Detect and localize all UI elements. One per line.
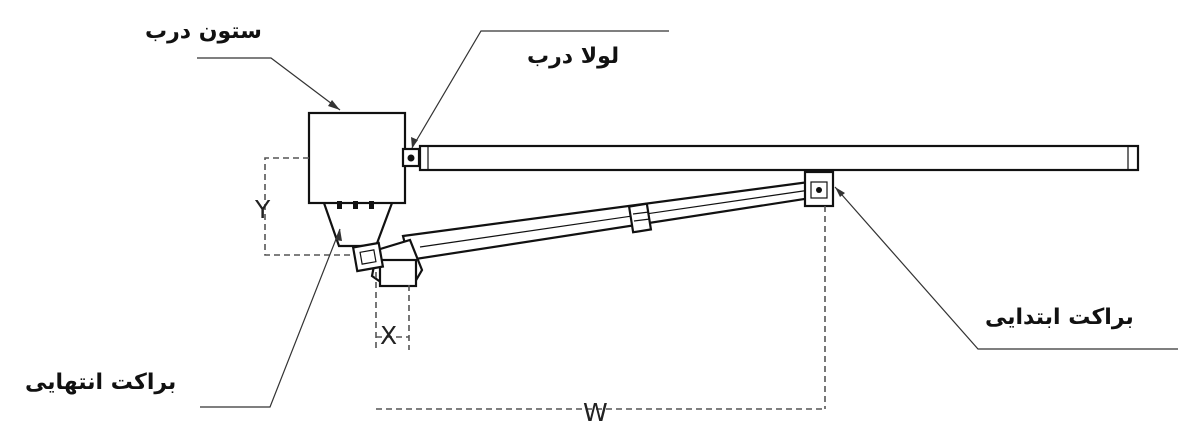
actuator-arm (401, 180, 813, 262)
dimension-y-label: Y (254, 195, 271, 224)
end-bracket-leader (200, 228, 341, 408)
start-bracket-inner (810, 181, 828, 199)
door-column-arrow (328, 100, 340, 110)
end-bracket-label: براکت انتهایی (25, 370, 176, 395)
door-hinge-pin (407, 154, 415, 162)
start-bracket-arrow (835, 187, 845, 197)
column-bracket-bolt-1 (337, 201, 342, 209)
actuator-clamp (627, 202, 653, 234)
door-column-leader (197, 57, 341, 111)
column-bracket-plate (322, 202, 394, 248)
end-bracket (351, 241, 385, 273)
start-bracket-pin (816, 187, 822, 193)
end-bracket-inner (359, 249, 377, 265)
actuator-motor-block (378, 258, 418, 288)
gate-leaf (418, 144, 1140, 172)
dimension-y-line (264, 157, 350, 256)
dimension-x-label: X (380, 321, 397, 350)
dimension-w-label: W (583, 398, 608, 421)
column-bracket-bolt-3 (369, 201, 374, 209)
door-hinge-leader (411, 30, 669, 149)
door-column (307, 111, 407, 205)
column-bracket-bolt-2 (353, 201, 358, 209)
door-column-label: ستون درب (145, 19, 262, 44)
actuator-clamp-line-1 (632, 211, 650, 215)
end-bracket-arrow (335, 229, 342, 241)
start-bracket-label: براکت ابتدایی (985, 305, 1134, 330)
door-hinge-label: لولا درب (527, 44, 619, 69)
actuator-arm-midline (419, 189, 811, 248)
start-bracket-leader (834, 186, 1178, 350)
door-hinge-arrow (411, 137, 418, 148)
actuator-clamp-line-2 (633, 218, 651, 222)
